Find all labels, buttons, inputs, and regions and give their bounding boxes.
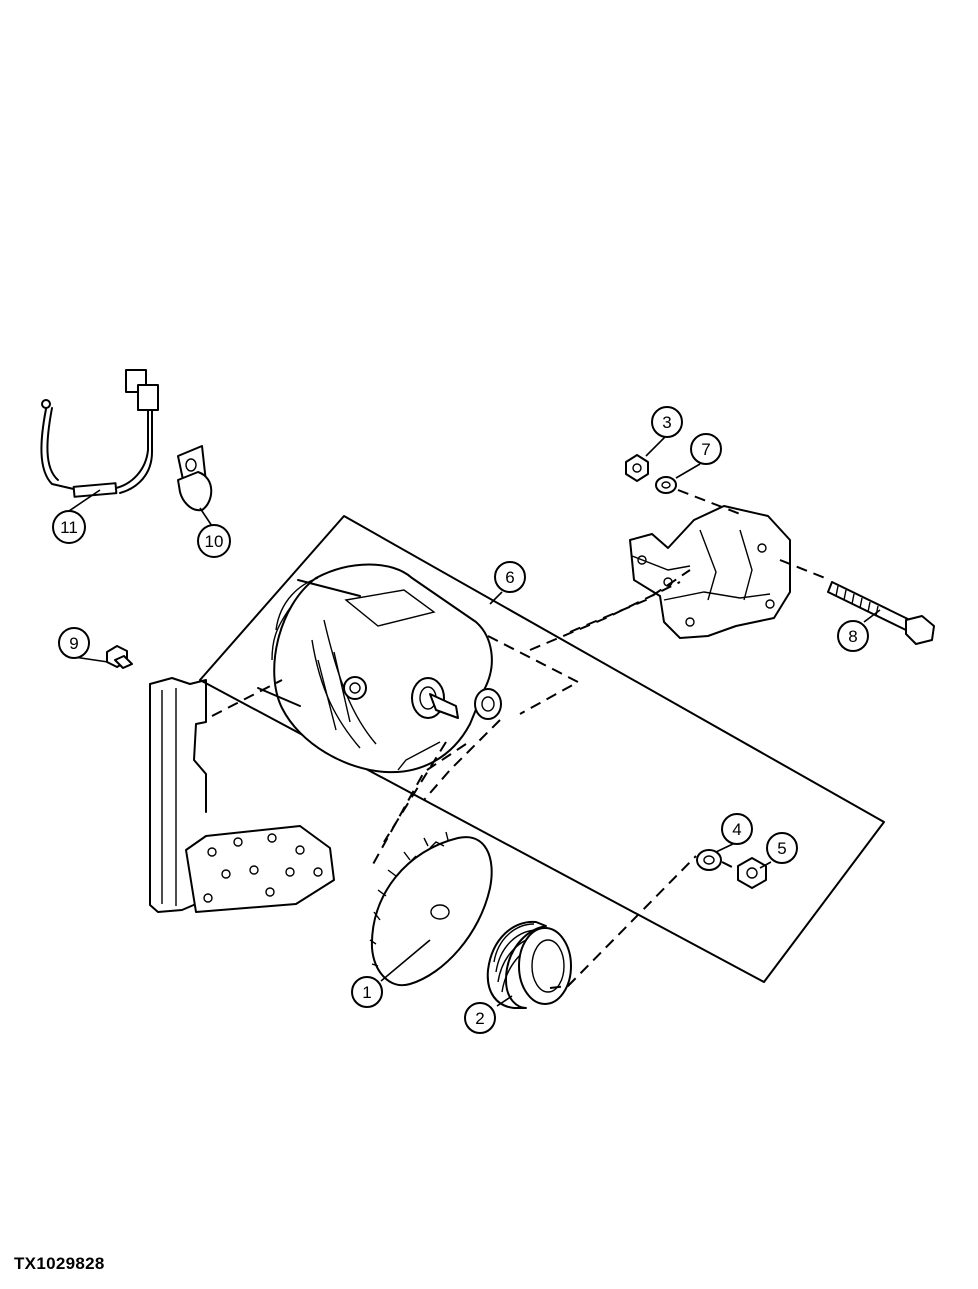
bolt-part-8 [827, 581, 935, 645]
assembly-dashed-lines [211, 489, 831, 989]
svg-text:9: 9 [69, 634, 78, 653]
alternator-part [257, 563, 502, 774]
washer-part-4 [696, 849, 722, 871]
svg-text:5: 5 [777, 839, 786, 858]
callout-11: 11 [52, 510, 86, 544]
svg-text:4: 4 [732, 820, 741, 839]
fan-part [369, 831, 493, 987]
callout-4: 4 [721, 813, 753, 845]
svg-text:1: 1 [362, 983, 371, 1002]
callout-7: 7 [690, 433, 722, 465]
clamp-part [177, 445, 213, 512]
svg-text:3: 3 [662, 413, 671, 432]
svg-text:8: 8 [848, 627, 857, 646]
svg-text:6: 6 [505, 568, 514, 587]
callout-5: 5 [766, 832, 798, 864]
callout-9: 9 [58, 627, 90, 659]
svg-text:10: 10 [205, 532, 224, 551]
figure-id-label: TX1029828 [14, 1254, 105, 1273]
leader-lines [68, 436, 881, 1007]
svg-text:7: 7 [701, 440, 710, 459]
svg-text:2: 2 [475, 1009, 484, 1028]
bolt-part-9 [106, 645, 133, 669]
mounting-bracket [149, 677, 335, 913]
nut-part-5 [737, 857, 767, 889]
svg-text:11: 11 [60, 518, 78, 537]
callout-8: 8 [837, 620, 869, 652]
callout-6: 6 [494, 561, 526, 593]
callout-10: 10 [197, 524, 231, 558]
pulley-part [486, 920, 572, 1009]
nut-part-3 [625, 454, 649, 482]
washer-part-7 [655, 476, 677, 494]
callout-1: 1 [351, 976, 383, 1008]
callout-3: 3 [651, 406, 683, 438]
upper-mount-bracket [629, 505, 791, 639]
callout-2: 2 [464, 1002, 496, 1034]
alternator-assembly-outline [199, 515, 885, 983]
wiring-harness-part [40, 369, 159, 498]
